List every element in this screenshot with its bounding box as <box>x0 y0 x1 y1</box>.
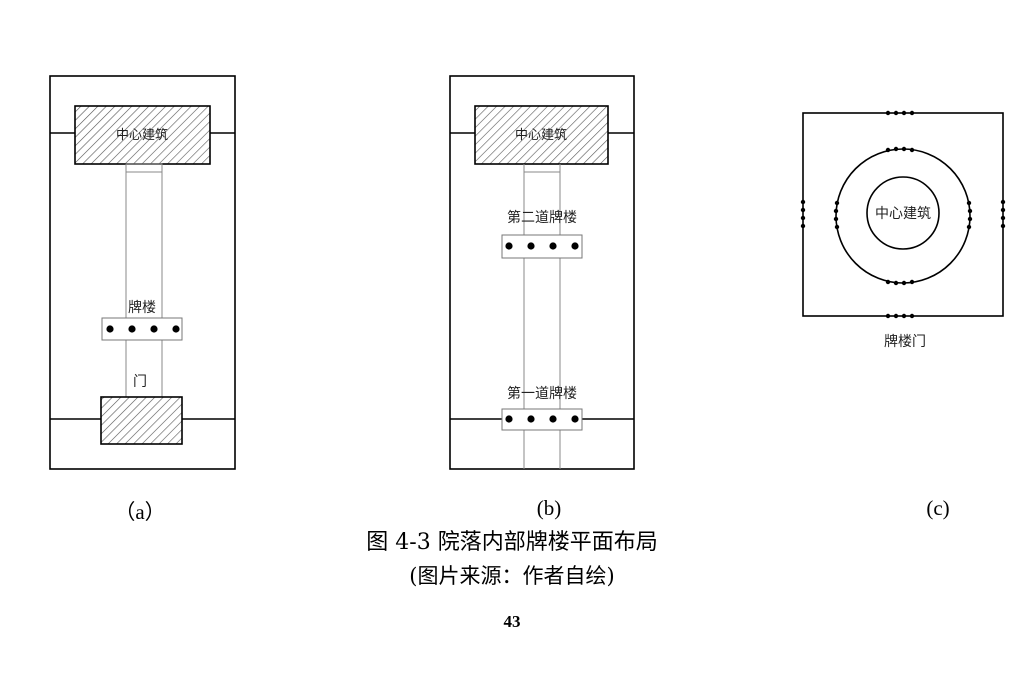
gate-columns-top-ring <box>885 146 915 153</box>
panel-c-label: (c) <box>926 496 950 520</box>
column <box>527 242 535 250</box>
figure-source: (图片来源：作者自绘) <box>409 564 615 588</box>
panel-b-label: (b) <box>536 496 562 520</box>
center-building-label: 中心建筑 <box>515 127 567 143</box>
column <box>128 325 136 333</box>
axial-path <box>125 163 163 398</box>
center-building-label: 中心建筑 <box>116 127 168 143</box>
column <box>150 325 158 333</box>
center-building-label: 中心建筑 <box>875 206 931 222</box>
gate-columns-top-outer <box>885 110 915 116</box>
column <box>106 325 114 333</box>
center-building <box>74 105 211 165</box>
gate-building <box>100 396 183 445</box>
first-paifang-label: 第一道牌楼 <box>507 385 577 402</box>
column <box>527 415 535 423</box>
gate-columns-left-outer <box>800 199 806 229</box>
paifang <box>101 317 183 341</box>
column <box>571 242 579 250</box>
column <box>549 415 557 423</box>
second-paifang <box>501 234 583 259</box>
panel-c: 中心建筑 <box>800 110 1006 350</box>
gate-columns-left-ring <box>833 200 840 230</box>
first-paifang <box>501 408 583 431</box>
courtyard-boundary <box>49 75 236 470</box>
gate-columns-bottom-outer <box>885 313 915 319</box>
column <box>172 325 180 333</box>
center-building <box>474 105 609 165</box>
column <box>571 415 579 423</box>
panel-b: 中心建筑 第二道牌楼 第一道牌楼 <box>449 75 635 470</box>
paifang-gate-label: 牌楼门 <box>884 333 926 350</box>
courtyard-boundary <box>449 75 635 470</box>
center-building-circle <box>866 176 940 250</box>
gate-columns-right-outer <box>1000 199 1006 229</box>
page-number: 43 <box>503 612 521 631</box>
panel-a-label: （a） <box>114 500 166 524</box>
second-paifang-label: 第二道牌楼 <box>507 209 577 226</box>
paifang-label: 牌楼 <box>128 299 156 316</box>
gate-label: 门 <box>133 374 147 390</box>
gate-columns-right-ring <box>966 200 973 230</box>
figure-caption: 图 4-3 院落内部牌楼平面布局 <box>366 530 658 555</box>
column <box>505 415 513 423</box>
column <box>549 242 557 250</box>
panel-a: 中心建筑 牌楼 门 <box>49 75 236 470</box>
column <box>505 242 513 250</box>
gate-columns-bottom-ring <box>885 279 915 286</box>
